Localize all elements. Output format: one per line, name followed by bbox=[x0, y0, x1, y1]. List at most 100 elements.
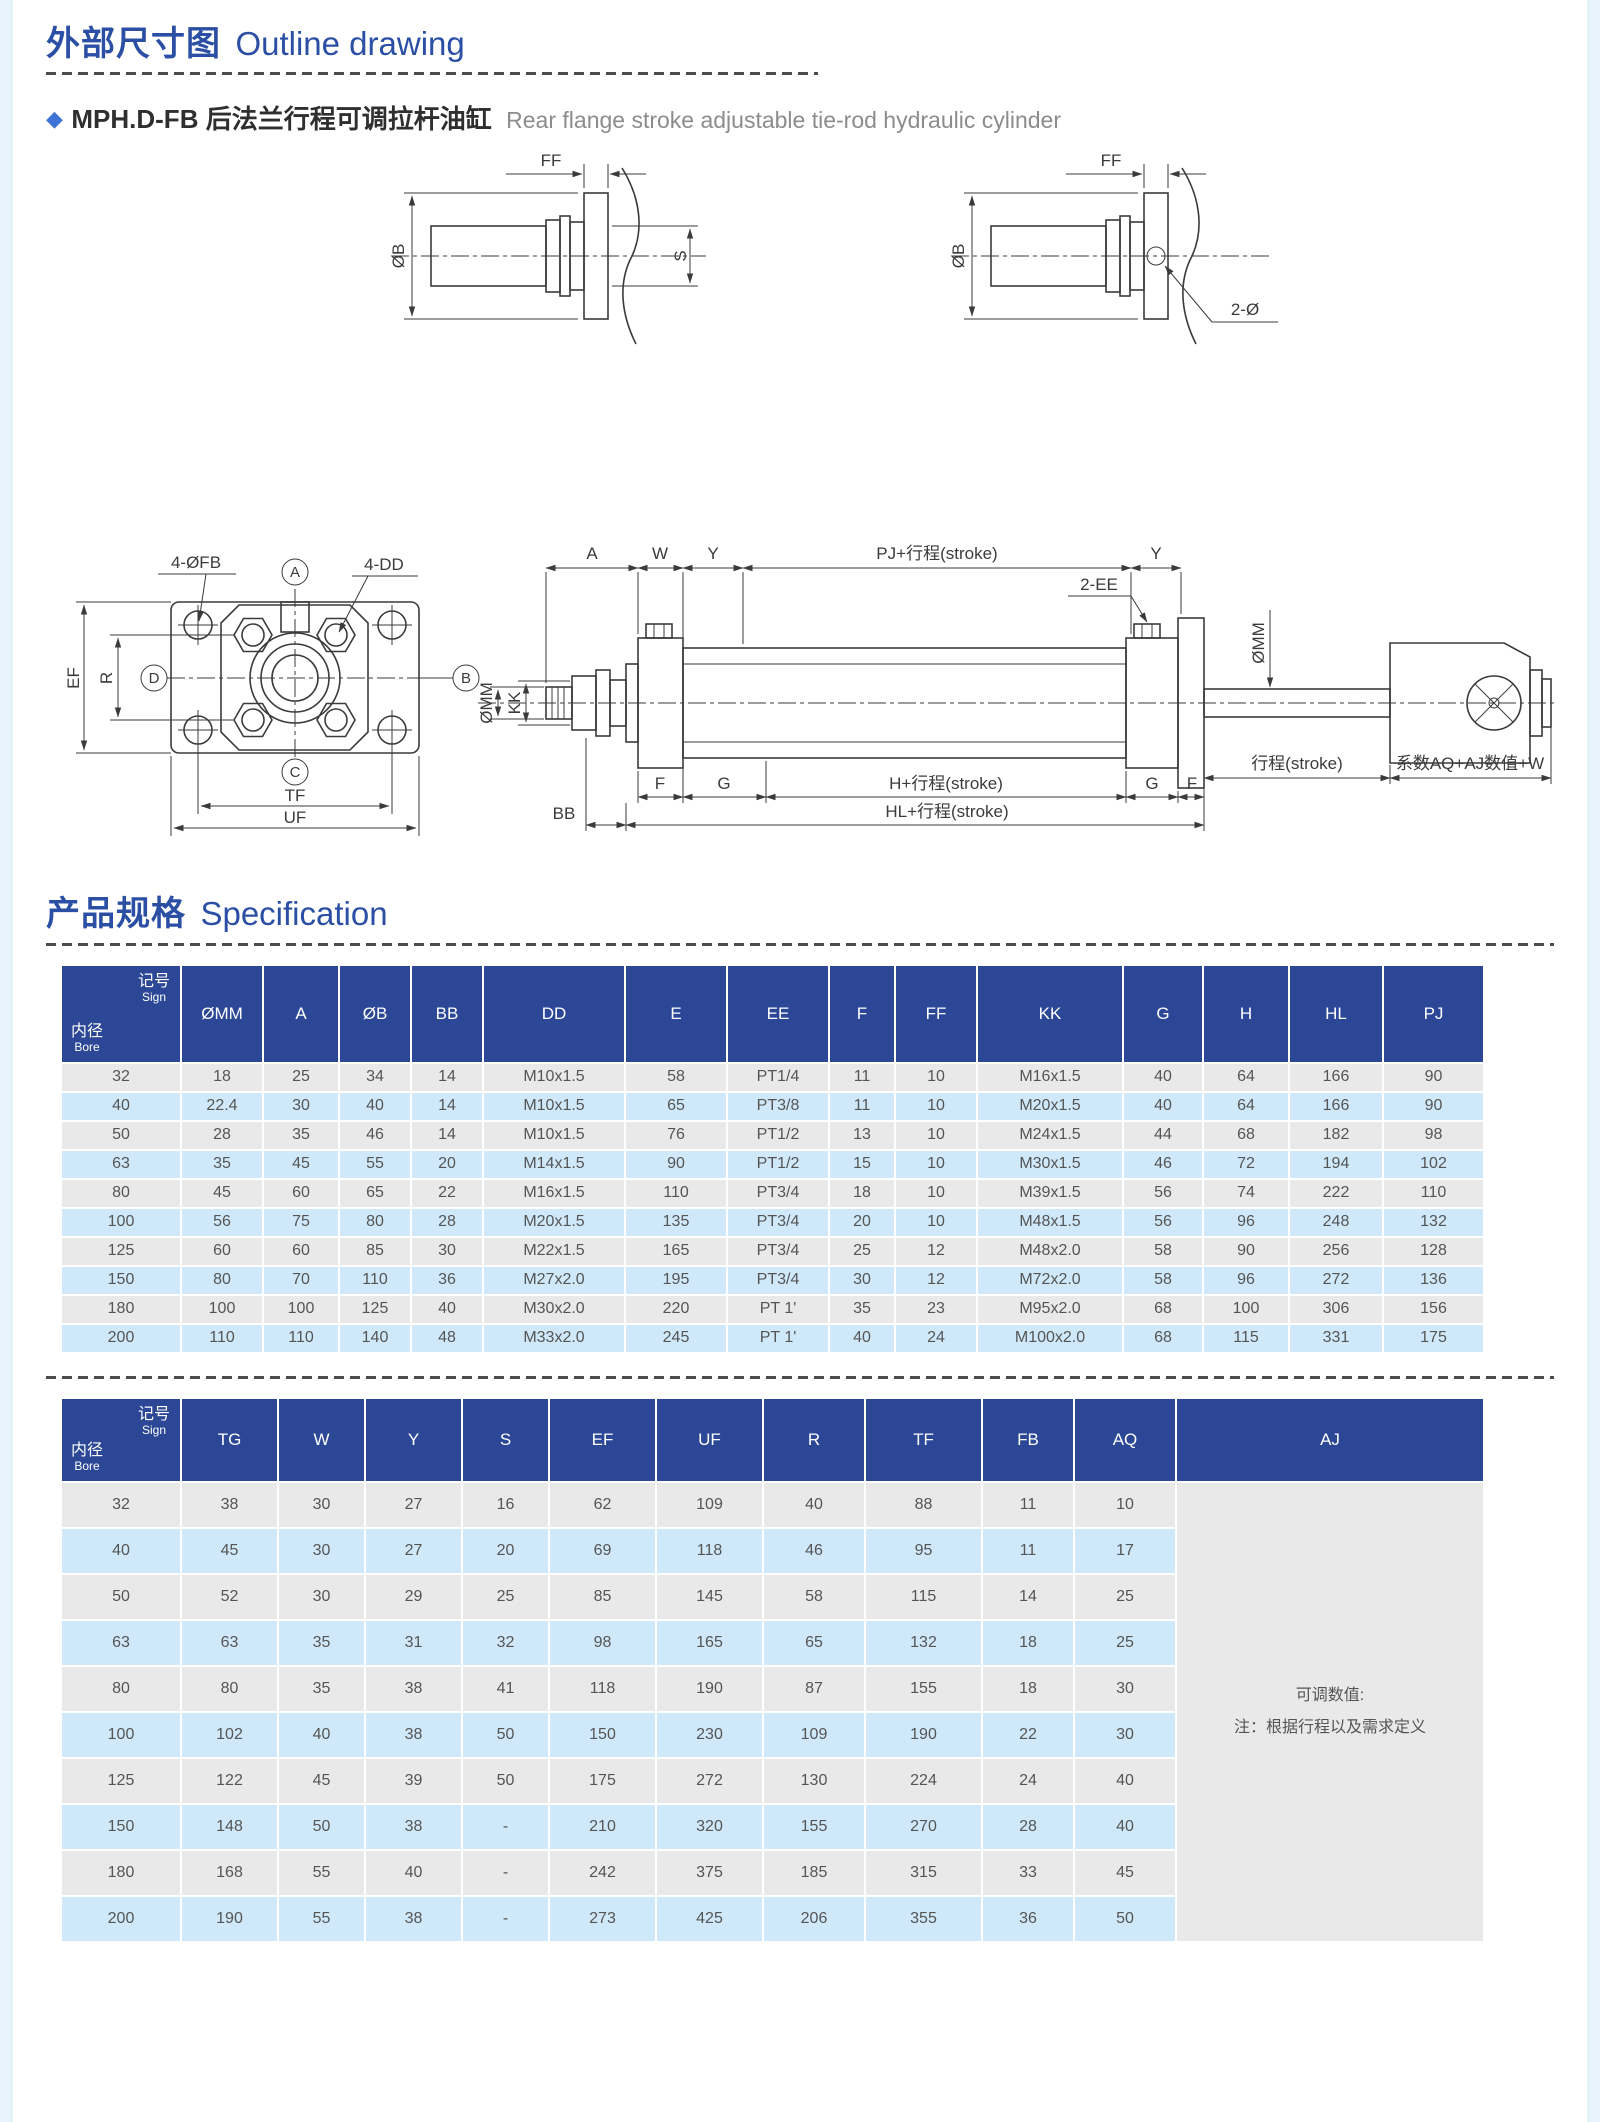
value-cell: 76 bbox=[624, 1119, 728, 1151]
outline-section-header: 外部尺寸图 Outline drawing bbox=[46, 25, 1554, 63]
value-cell: 32 bbox=[461, 1618, 550, 1667]
value-cell: 44 bbox=[1122, 1119, 1204, 1151]
value-cell: M10x1.5 bbox=[482, 1061, 626, 1093]
value-cell: M16x1.5 bbox=[976, 1061, 1124, 1093]
corner-bore-en: Bore bbox=[74, 1458, 100, 1473]
value-cell: 60 bbox=[262, 1177, 340, 1209]
dim-label-hl-stroke: HL+行程(stroke) bbox=[885, 802, 1008, 821]
value-cell: 100 bbox=[180, 1293, 264, 1325]
value-cell: 185 bbox=[762, 1848, 866, 1897]
value-cell: 118 bbox=[655, 1526, 764, 1575]
product-name-en: Rear flange stroke adjustable tie-rod hy… bbox=[506, 107, 1061, 134]
value-cell: 355 bbox=[864, 1894, 983, 1943]
value-cell: 272 bbox=[655, 1756, 764, 1805]
value-cell: 10 bbox=[894, 1119, 978, 1151]
value-cell: 38 bbox=[364, 1802, 463, 1851]
rod-end-detail-left: FF ØB S bbox=[389, 151, 706, 345]
value-cell: 110 bbox=[338, 1264, 412, 1296]
bore-cell: 40 bbox=[60, 1090, 182, 1122]
value-cell: 48 bbox=[410, 1322, 484, 1354]
dim-label-r: R bbox=[97, 672, 116, 684]
value-cell: M33x2.0 bbox=[482, 1322, 626, 1354]
value-cell: 75 bbox=[262, 1206, 340, 1238]
bore-cell: 80 bbox=[60, 1664, 182, 1713]
dim-label-stroke: 行程(stroke) bbox=[1251, 754, 1343, 773]
value-cell: M24x1.5 bbox=[976, 1119, 1124, 1151]
value-cell: 18 bbox=[180, 1061, 264, 1093]
value-cell: 12 bbox=[894, 1235, 978, 1267]
value-cell: 13 bbox=[828, 1119, 896, 1151]
value-cell: 25 bbox=[1073, 1572, 1177, 1621]
value-cell: PT 1' bbox=[726, 1293, 830, 1325]
column-header: H bbox=[1202, 963, 1290, 1064]
value-cell: PT3/4 bbox=[726, 1235, 830, 1267]
value-cell: 56 bbox=[180, 1206, 264, 1238]
value-cell: 10 bbox=[1073, 1480, 1177, 1529]
value-cell: 80 bbox=[338, 1206, 412, 1238]
value-cell: 55 bbox=[277, 1848, 366, 1897]
outline-title-en: Outline drawing bbox=[235, 25, 465, 62]
value-cell: 206 bbox=[762, 1894, 866, 1943]
value-cell: 25 bbox=[1073, 1618, 1177, 1667]
dim-label-ob: ØB bbox=[389, 244, 408, 269]
value-cell: 90 bbox=[1202, 1235, 1290, 1267]
value-cell: 175 bbox=[548, 1756, 657, 1805]
corner-bore-en: Bore bbox=[74, 1039, 100, 1054]
value-cell: 38 bbox=[364, 1894, 463, 1943]
column-header: Y bbox=[364, 1396, 463, 1483]
value-cell: 20 bbox=[410, 1148, 484, 1180]
value-cell: 30 bbox=[410, 1235, 484, 1267]
value-cell: 190 bbox=[655, 1664, 764, 1713]
column-header: KK bbox=[976, 963, 1124, 1064]
column-header: F bbox=[828, 963, 896, 1064]
bore-cell: 50 bbox=[60, 1572, 182, 1621]
product-model: MPH.D-FB 后法兰行程可调拉杆油缸 bbox=[71, 104, 492, 135]
value-cell: 109 bbox=[655, 1480, 764, 1529]
value-cell: 130 bbox=[762, 1756, 866, 1805]
bore-cell: 100 bbox=[60, 1710, 182, 1759]
value-cell: 125 bbox=[338, 1293, 412, 1325]
value-cell: PT3/4 bbox=[726, 1177, 830, 1209]
bore-cell: 50 bbox=[60, 1119, 182, 1151]
value-cell: 110 bbox=[1382, 1177, 1485, 1209]
value-cell: 30 bbox=[277, 1572, 366, 1621]
value-cell: 50 bbox=[1073, 1894, 1177, 1943]
value-cell: 90 bbox=[624, 1148, 728, 1180]
table-corner: 记号 Sign 内径 Bore bbox=[60, 963, 182, 1064]
value-cell: 95 bbox=[864, 1526, 983, 1575]
value-cell: 68 bbox=[1122, 1293, 1204, 1325]
value-cell: 45 bbox=[277, 1756, 366, 1805]
bore-cell: 180 bbox=[60, 1293, 182, 1325]
value-cell: 100 bbox=[262, 1293, 340, 1325]
column-header: A bbox=[262, 963, 340, 1064]
value-cell: 18 bbox=[981, 1664, 1075, 1713]
dim-label-s: S bbox=[671, 251, 690, 262]
value-cell: 110 bbox=[180, 1322, 264, 1354]
value-cell: M20x1.5 bbox=[482, 1206, 626, 1238]
spec-section-header: 产品规格 Specification bbox=[46, 896, 1554, 933]
corner-bore: 内径 Bore bbox=[71, 1442, 103, 1474]
value-cell: 58 bbox=[1122, 1264, 1204, 1296]
value-cell: 30 bbox=[277, 1526, 366, 1575]
value-cell: 40 bbox=[1073, 1802, 1177, 1851]
value-cell: 45 bbox=[180, 1526, 279, 1575]
value-cell: M48x2.0 bbox=[976, 1235, 1124, 1267]
column-header: DD bbox=[482, 963, 626, 1064]
bore-cell: 125 bbox=[60, 1756, 182, 1805]
callout-d: D bbox=[149, 670, 160, 687]
rod-end-detail-right: FF ØB 2-Ø bbox=[949, 151, 1278, 345]
value-cell: 28 bbox=[180, 1119, 264, 1151]
value-cell: 41 bbox=[461, 1664, 550, 1713]
value-cell: 270 bbox=[864, 1802, 983, 1851]
bore-cell: 32 bbox=[60, 1480, 182, 1529]
